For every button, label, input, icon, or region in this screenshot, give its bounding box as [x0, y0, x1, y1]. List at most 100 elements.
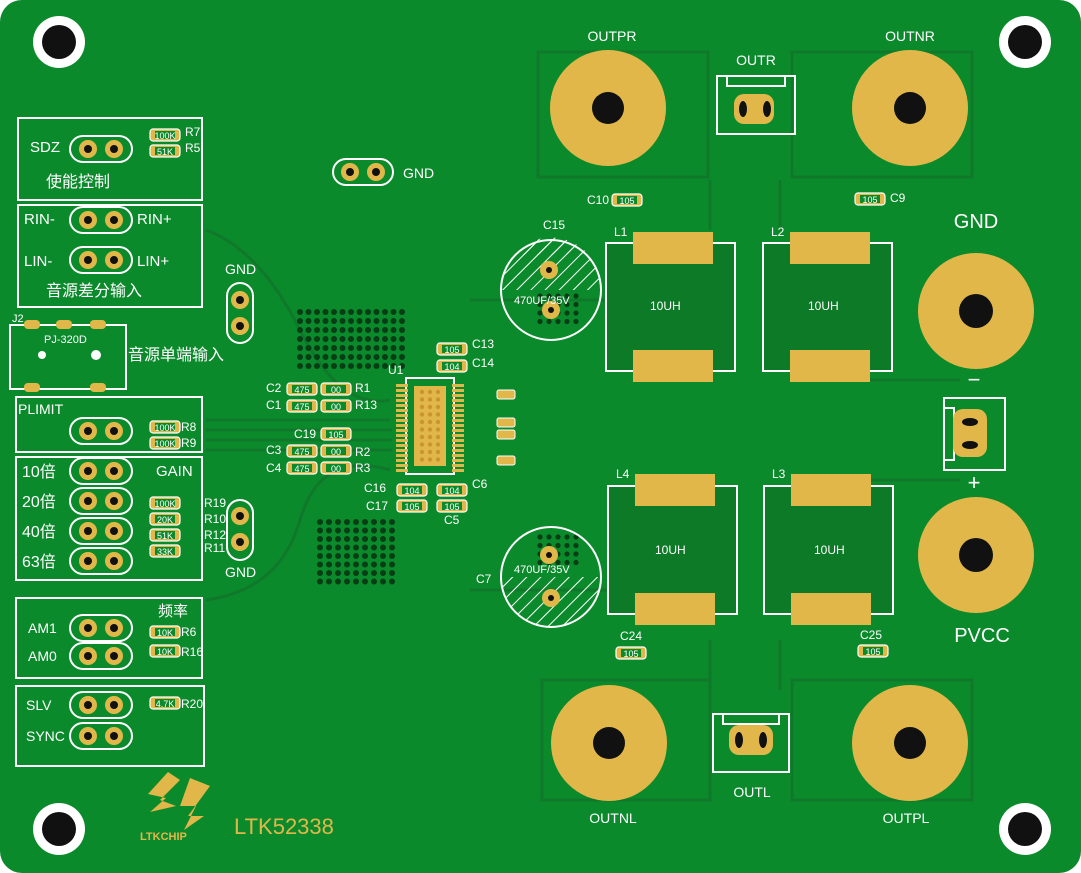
l3-value: 10UH — [814, 543, 845, 557]
outpl-label: OUTPL — [883, 810, 930, 826]
capacitor-ref-c1: C1 — [266, 398, 282, 412]
capacitor-c6-value: 104 — [444, 486, 459, 496]
jack-pads[interactable] — [24, 320, 106, 392]
inductor-l1 — [605, 232, 736, 382]
resistor-r9-value: 100K — [154, 439, 175, 449]
freq-headers[interactable] — [69, 614, 133, 670]
gnd-header-top[interactable] — [332, 158, 394, 186]
c15-ref: C15 — [543, 218, 565, 232]
resistor-ref-r7: R7 — [185, 125, 201, 139]
resistor-r19: 100K — [149, 496, 181, 510]
gain-headers[interactable] — [69, 457, 133, 575]
capacitor-c25: 105 — [857, 644, 889, 658]
gnd-label-2: GND — [225, 261, 256, 277]
capacitor-c1: 475 — [286, 399, 318, 413]
rin-neg-label: RIN- — [24, 211, 55, 228]
sync-outline — [15, 685, 205, 767]
terminal-outl[interactable] — [712, 713, 790, 773]
capacitor-c14: 104 — [436, 359, 468, 373]
tiny-cap-1 — [496, 417, 516, 428]
capacitor-c14-value: 104 — [444, 362, 459, 372]
capacitor-c19-value: 105 — [328, 430, 343, 440]
resistor-r10: 20K — [149, 512, 181, 526]
pad-pvcc[interactable] — [918, 497, 1034, 613]
sync-label: SYNC — [26, 728, 65, 744]
lin-header[interactable] — [69, 246, 133, 274]
u1-chip: U1 — [388, 363, 464, 475]
tiny-cap-0 — [496, 389, 516, 400]
resistor-r13: 00 — [320, 399, 352, 413]
l4-value: 10UH — [655, 543, 686, 557]
capacitor-c9: 105 — [854, 192, 886, 206]
capacitor-ref-c9: C9 — [890, 191, 906, 205]
pad-gnd-power[interactable] — [918, 253, 1034, 369]
gnd-header-left[interactable] — [226, 282, 254, 344]
capacitor-c4-value: 475 — [294, 464, 309, 474]
outpr-label: OUTPR — [588, 28, 637, 44]
gnd-header-mid[interactable] — [226, 499, 254, 561]
inductor-l4 — [607, 474, 738, 625]
capacitor-ref-c3: C3 — [266, 443, 282, 457]
pad-outpl[interactable] — [852, 685, 968, 801]
resistor-ref-r20: R20 — [181, 697, 203, 711]
resistor-ref-r1: R1 — [355, 381, 371, 395]
resistor-ref-r3: R3 — [355, 461, 371, 475]
pvcc-label: PVCC — [954, 625, 1010, 647]
gain-title: GAIN — [156, 463, 193, 480]
capacitor-c13: 105 — [436, 342, 468, 356]
pad-outpr[interactable] — [550, 50, 666, 166]
resistor-r9: 100K — [149, 436, 181, 450]
capacitor-ref-c6: C6 — [472, 477, 488, 491]
resistor-ref-r2: R2 — [355, 445, 371, 459]
tiny-cap-3 — [496, 455, 516, 466]
mounting-holes — [33, 16, 1051, 855]
electrolytic-c15 — [500, 237, 602, 341]
gain-option-40: 40倍 — [22, 523, 56, 541]
resistor-ref-r13: R13 — [355, 398, 377, 412]
resistor-r13-value: 00 — [331, 402, 341, 412]
resistor-r6: 10K — [149, 625, 181, 639]
resistor-r8: 100K — [149, 420, 181, 434]
capacitor-c6: 104 — [436, 483, 468, 497]
capacitor-c3: 475 — [286, 444, 318, 458]
pad-outnl[interactable] — [551, 685, 667, 801]
inductor-l3 — [763, 474, 894, 625]
pad-outnr[interactable] — [852, 50, 968, 166]
l2-ref: L2 — [771, 225, 785, 239]
sync-headers[interactable] — [69, 691, 133, 750]
resistor-r16-value: 10K — [157, 647, 173, 657]
resistor-ref-r10: R10 — [204, 512, 226, 526]
resistor-r19-value: 100K — [154, 499, 175, 509]
outnr-label: OUTNR — [885, 28, 935, 44]
gnd-label-1: GND — [403, 165, 434, 181]
resistor-r12-value: 51K — [157, 531, 173, 541]
resistor-r5-value: 51K — [157, 147, 173, 157]
terminal-power[interactable] — [943, 397, 1006, 471]
l3-ref: L3 — [772, 467, 786, 481]
gnd-label-3: GND — [225, 564, 256, 580]
resistor-r8-value: 100K — [154, 423, 175, 433]
capacitor-c2: 475 — [286, 382, 318, 396]
sdz-header[interactable] — [69, 135, 133, 163]
l1-value: 10UH — [650, 299, 681, 313]
power-minus-label: − — [968, 367, 981, 392]
capacitor-ref-c2: C2 — [266, 381, 282, 395]
plimit-header[interactable] — [69, 417, 133, 445]
resistor-r2-value: 00 — [331, 447, 341, 457]
gain-option-10: 10倍 — [22, 463, 56, 481]
resistor-r2: 00 — [320, 444, 352, 458]
resistor-r20-value: 4.7K — [156, 699, 175, 709]
resistor-r5: 51K — [149, 144, 181, 158]
capacitor-c3-value: 475 — [294, 447, 309, 457]
capacitor-c16: 104 — [396, 483, 428, 497]
capacitor-c5-value: 105 — [444, 502, 459, 512]
tiny-cap-2 — [496, 429, 516, 440]
sdz-outline — [17, 117, 203, 201]
rin-header[interactable] — [69, 206, 133, 234]
capacitor-ref-c19: C19 — [294, 427, 316, 441]
resistor-r20: 4.7K — [149, 696, 181, 710]
capacitor-c25-value: 105 — [865, 647, 880, 657]
terminal-outr[interactable] — [716, 75, 796, 135]
